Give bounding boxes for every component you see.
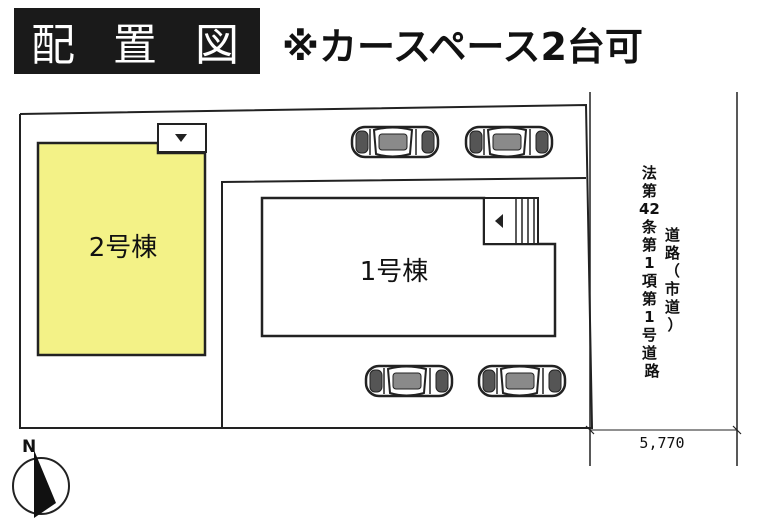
car-icon xyxy=(464,125,554,159)
page-title: 配 置 図 xyxy=(31,20,251,71)
parking-note: ※カースペース2台可 xyxy=(282,25,643,69)
lot-1-boundary xyxy=(221,177,587,428)
title-box: 配 置 図 xyxy=(14,8,260,74)
road-width-dimension: 5,770 xyxy=(639,434,684,452)
building-1-label: 1号棟 xyxy=(360,257,429,287)
road-type-label: 法 第 42 条 第 1 項 第 1 号 道 路 xyxy=(639,164,665,380)
lot-boundary xyxy=(19,103,594,429)
car-icon xyxy=(477,364,567,398)
north-label: N xyxy=(22,437,36,457)
road-name-label: 道 路 （ 市 道 ） xyxy=(665,226,685,334)
building-2-label: 2号棟 xyxy=(89,233,158,263)
car-icon xyxy=(364,364,454,398)
car-icon xyxy=(350,125,440,159)
entrance-1-arrow-icon xyxy=(495,214,503,228)
entrance-1 xyxy=(483,197,539,245)
entrance-2-arrow-icon xyxy=(175,134,187,142)
